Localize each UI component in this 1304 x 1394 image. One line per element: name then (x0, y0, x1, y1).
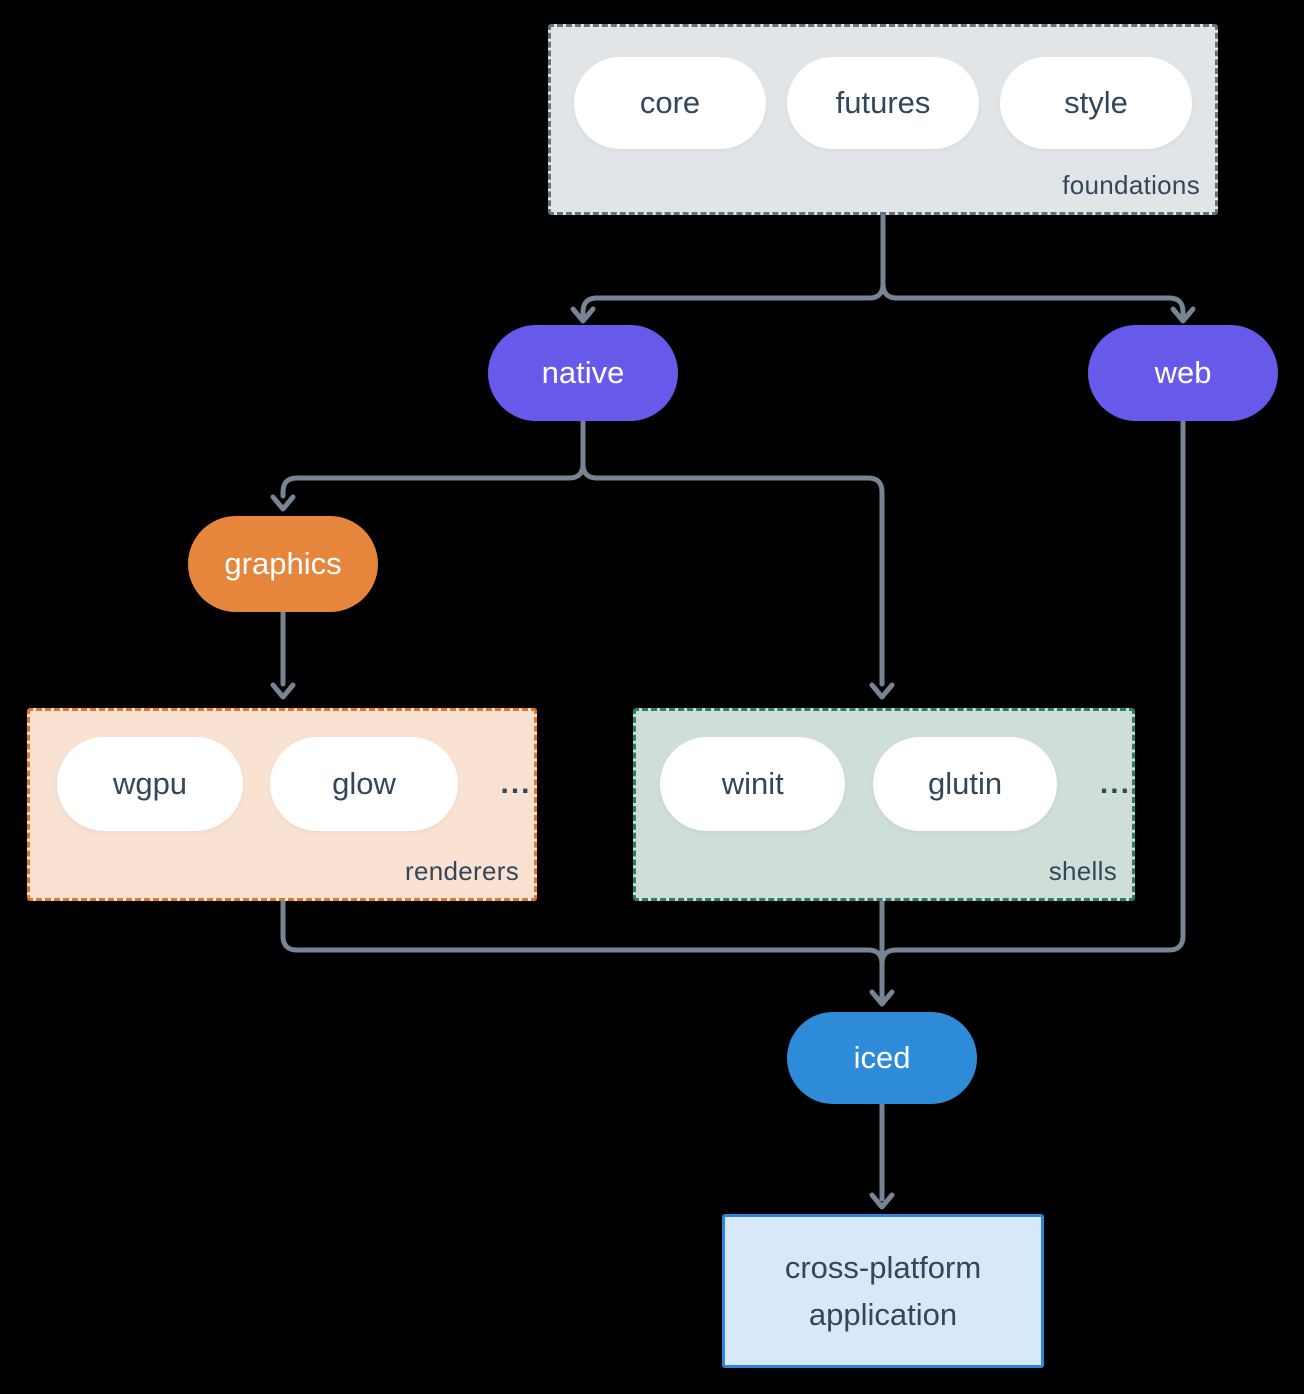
application-node: cross-platform application (722, 1214, 1044, 1368)
arrowhead-shells (869, 682, 895, 700)
arrowhead-web (1170, 306, 1196, 324)
foundations-group: core futures style foundations (548, 24, 1218, 215)
arrow-foundations-to-native (580, 212, 886, 319)
shells-group: winit glutin ... shells (633, 708, 1135, 901)
arrowhead-native (570, 306, 596, 324)
graphics-node: graphics (188, 516, 378, 612)
pill-wgpu: wgpu (57, 737, 243, 831)
arrowhead-graphics (270, 494, 296, 512)
arrow-native-to-shells (580, 461, 885, 687)
arrowhead-renderers (270, 682, 296, 700)
arrow-renderers-to-iced (280, 898, 885, 967)
renderers-label: renderers (405, 856, 519, 886)
arrowhead-application (869, 1192, 895, 1210)
native-node: native (488, 325, 678, 421)
arrow-native-to-graphics (280, 417, 586, 499)
shells-ellipsis: ... (1099, 767, 1131, 800)
arrowhead-iced (869, 989, 895, 1007)
pill-core: core (574, 57, 766, 149)
pill-winit: winit (660, 737, 846, 831)
foundations-label: foundations (1062, 170, 1200, 200)
iced-node: iced (787, 1012, 977, 1104)
pill-futures: futures (787, 57, 979, 149)
pill-glutin: glutin (873, 737, 1057, 831)
renderers-ellipsis: ... (500, 767, 532, 800)
shells-label: shells (1048, 856, 1117, 886)
pill-style: style (1000, 57, 1192, 149)
pill-glow: glow (270, 737, 458, 831)
arrow-foundations-to-web (880, 281, 1186, 319)
connectors (270, 212, 1196, 1210)
web-node: web (1088, 325, 1278, 421)
renderers-group: wgpu glow ... renderers (27, 708, 537, 901)
